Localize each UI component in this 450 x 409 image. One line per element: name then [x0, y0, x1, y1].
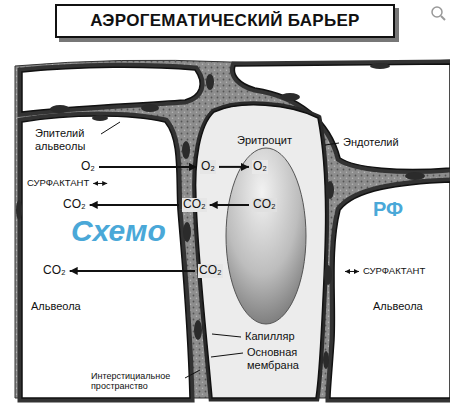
lung-tissue	[15, 60, 450, 398]
cell-nucleus	[405, 172, 425, 180]
structure-label: СУРФАКТАНТ	[362, 266, 426, 277]
diffusion-arrow	[90, 204, 179, 206]
cell-nucleus	[370, 63, 390, 69]
diffusion-arrow	[99, 166, 197, 168]
structure-label: Интерстициальное пространство	[90, 371, 182, 392]
gas-label: O₂	[252, 160, 268, 174]
cell-nucleus	[194, 320, 202, 340]
cell-nucleus	[280, 93, 300, 101]
structure-label: Капилляр	[244, 330, 296, 343]
cell-nucleus	[92, 115, 108, 121]
cell-nucleus	[326, 181, 334, 199]
erythrocyte	[226, 148, 306, 324]
diagram-title: АЭРОГЕМАТИЧЕСКИЙ БАРЬЕР	[90, 11, 360, 31]
alveolar-epithelium	[330, 182, 450, 398]
leader-line	[101, 122, 120, 134]
region-label: Альвеола	[30, 300, 82, 313]
diffusion-arrow	[70, 270, 195, 272]
leader-line	[212, 334, 241, 337]
cell-nucleus	[323, 351, 329, 369]
watermark: Схемо	[70, 214, 167, 249]
alveolus-space	[22, 67, 200, 112]
cell-nucleus	[324, 265, 332, 285]
structure-label: Основная мембрана	[246, 346, 310, 371]
alveolar-epithelium	[22, 116, 190, 398]
watermark: РФ	[372, 198, 404, 221]
cell-nucleus	[141, 104, 159, 112]
structure-label: Эпителий альвеолы	[34, 127, 98, 152]
diffusion-arrow	[219, 166, 249, 168]
surfactant-arrow	[93, 183, 107, 184]
alveolus-space	[330, 182, 450, 398]
gas-label: CO₂	[182, 198, 207, 212]
alveolar-epithelium	[22, 67, 200, 112]
cell-nucleus	[50, 105, 70, 113]
structure-label: Эритроцит	[236, 134, 293, 147]
cell-nucleus	[182, 141, 190, 159]
diffusion-arrow	[210, 204, 249, 206]
structure-label: СУРФАКТАНТ	[26, 178, 90, 189]
gas-label: CO₂	[62, 198, 87, 212]
capillary-lumen	[196, 105, 326, 398]
leader-line	[325, 143, 339, 145]
gas-label: CO₂	[42, 264, 67, 278]
surfactant-arrow	[345, 271, 359, 272]
gas-label: CO₂	[252, 198, 277, 212]
magnifier-icon	[441, 16, 445, 20]
alveolus-space	[22, 116, 190, 398]
cell-nucleus	[183, 222, 191, 242]
gas-label: O₂	[200, 160, 216, 174]
capillary-endothelium	[196, 105, 326, 398]
cell-nuclei	[16, 63, 425, 369]
leader-line	[185, 370, 200, 378]
cell-nucleus	[16, 200, 22, 220]
leader-line	[211, 353, 243, 357]
gas-label: CO₂	[198, 264, 223, 278]
cell-nucleus	[206, 74, 214, 90]
gas-label: O₂	[80, 160, 96, 174]
title-box: АЭРОГЕМАТИЧЕСКИЙ БАРЬЕР	[55, 4, 395, 38]
structure-label: Эндотелий	[342, 136, 400, 149]
magnifier-icon	[432, 7, 442, 17]
region-label: Альвеола	[372, 300, 424, 313]
